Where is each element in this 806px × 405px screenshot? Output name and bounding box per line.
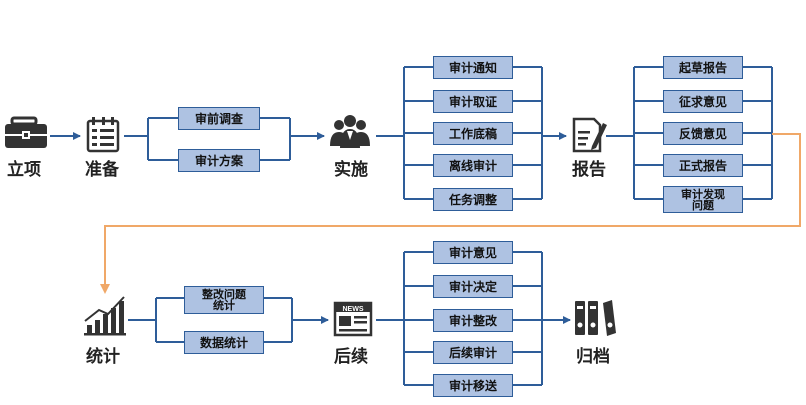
step-box: 离线审计 — [433, 154, 513, 177]
step-box: 审计发现 问题 — [663, 186, 743, 213]
briefcase-icon — [5, 116, 47, 148]
step-box: 审计通知 — [433, 56, 513, 79]
step-box: 审计取证 — [433, 90, 513, 113]
stage-label-baogao: 报告 — [572, 160, 606, 180]
step-box: 工作底稿 — [433, 122, 513, 145]
bar-chart-icon — [84, 296, 126, 336]
stage-label-shishi: 实施 — [334, 160, 368, 180]
step-box: 审计移送 — [433, 374, 513, 397]
step-box: 反馈意见 — [663, 122, 743, 145]
step-box: 数据统计 — [184, 331, 264, 354]
step-box: 审计决定 — [433, 275, 513, 298]
stage-label-lixiang: 立项 — [7, 160, 41, 180]
checklist-icon — [86, 117, 120, 153]
step-box: 审计意见 — [433, 241, 513, 264]
report-icon — [572, 117, 607, 153]
stage-label-zhunbei: 准备 — [85, 160, 119, 180]
team-icon — [330, 115, 370, 148]
svg-text:NEWS: NEWS — [343, 306, 364, 313]
newspaper-icon: NEWS — [333, 301, 373, 337]
step-box: 审计方案 — [178, 149, 260, 172]
stage-label-tongji: 统计 — [86, 347, 120, 367]
binders-icon — [575, 300, 616, 336]
step-box: 审计整改 — [433, 309, 513, 332]
stage-label-houxu: 后续 — [334, 347, 368, 367]
row1-connectors — [50, 66, 773, 200]
stage-label-guidang: 归档 — [576, 347, 610, 367]
step-box: 正式报告 — [663, 154, 743, 177]
step-box: 审前调查 — [178, 107, 260, 130]
step-box: 起草报告 — [663, 56, 743, 79]
step-box: 后续审计 — [433, 341, 513, 364]
wrap-connector — [100, 133, 801, 294]
step-box: 任务调整 — [433, 188, 513, 211]
step-box: 整改问题 统计 — [184, 286, 264, 314]
row2-connectors — [128, 251, 571, 386]
step-box: 征求意见 — [663, 90, 743, 113]
